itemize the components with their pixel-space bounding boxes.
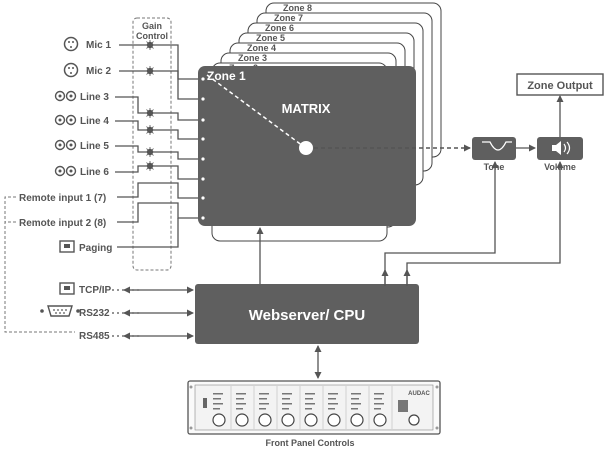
paging-label: Paging [79,243,112,254]
xlr-connector-icon [63,36,79,52]
rca-connector-icon [54,139,77,151]
filter-tone-icon [482,141,512,151]
line-4-label: Line 4 [80,116,109,127]
db9-connector-icon [40,305,80,317]
front-panel-label: Front Panel Controls [265,438,354,448]
line-5-label: Line 5 [80,141,109,152]
rca-connector-icon [54,165,77,177]
rca-connector-icon [54,90,77,102]
line-6-label: Line 6 [80,167,109,178]
mic-2-label: Mic 2 [86,66,111,77]
remote-input-2-label: Remote input 2 (8) [19,218,106,229]
device-brand-label: AUDAC [408,391,430,397]
xlr-connector-icon [63,62,79,78]
rs232-label: RS232 [79,308,110,319]
input-labels: Mic 1 Mic 2 Line 3 Line 4 Line 5 Line 6 … [19,40,112,254]
zone-output-box [516,73,604,96]
rca-connector-icon [54,114,77,126]
front-panel-device: AUDAC [187,380,441,435]
front-panel-knobs [212,413,420,427]
webserver-cpu-block [195,284,419,344]
zone-6-label: Zone 6 [265,23,294,33]
matrix-node [299,141,313,155]
speaker-volume-icon [552,141,571,155]
cpu-to-tone-line [384,161,499,284]
rs485-label: RS485 [79,331,110,342]
zone-4-label: Zone 4 [247,43,276,53]
matrix-input-dots [201,77,205,220]
webserver-cpu-label: Webserver/ CPU [249,307,365,324]
rj45-port-icon [59,240,75,253]
zone-1-label: Zone 1 [207,69,246,83]
tcpip-label: TCP/IP [79,285,112,296]
zone-7-label: Zone 7 [274,13,303,23]
matrix-label: MATRIX [282,101,331,116]
matrix-route-line [206,74,304,147]
zone-output-label: Zone Output [527,80,593,92]
cpu-to-volume-line [406,161,564,284]
gain-control-label-1: Gain [142,21,162,31]
rj45-port-icon [59,282,75,295]
interface-lines [112,286,194,340]
line-3-label: Line 3 [80,92,109,103]
remote-input-1-label: Remote input 1 (7) [19,193,106,204]
gain-knob-rays [145,40,155,171]
gain-control-box [132,17,172,271]
remote-dashed-link [4,196,75,333]
input-signal-lines [115,44,198,248]
zone-5-label: Zone 5 [256,33,285,43]
tone-label: Tone [484,162,505,172]
mic-1-label: Mic 1 [86,40,111,51]
zone-3-label: Zone 3 [238,53,267,63]
gain-control-label-2: Control [136,31,168,41]
zone-8-label: Zone 8 [283,3,312,13]
